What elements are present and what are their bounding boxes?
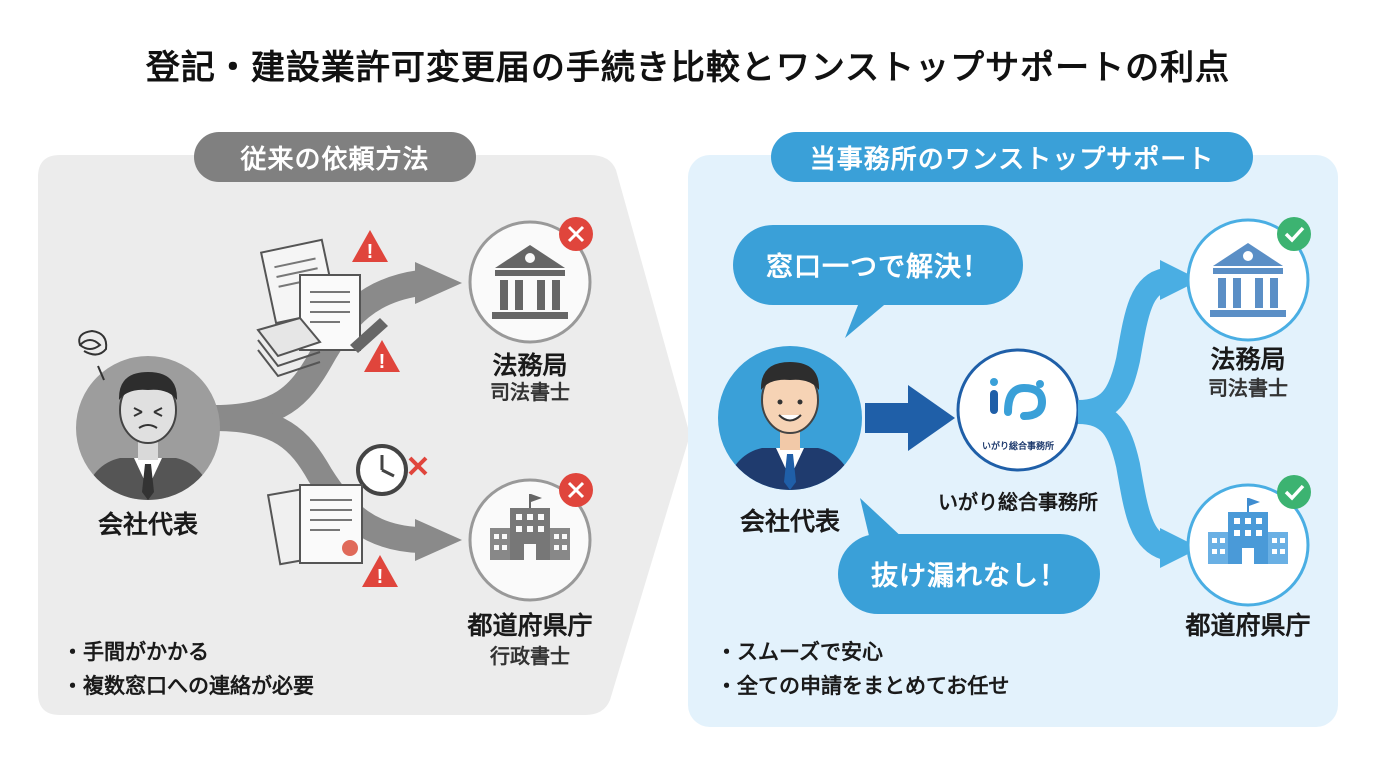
clock-icon — [356, 444, 408, 496]
left-dest2-name: 都道府県庁 — [467, 611, 593, 640]
arrow-to-office — [865, 385, 955, 451]
reject-x-icon — [559, 217, 593, 251]
left-arrowhead-top — [415, 262, 462, 304]
reject-x-icon — [559, 473, 593, 507]
speech-bubble-bottom — [838, 498, 1100, 614]
page-title: 登記・建設業許可変更届の手続き比較とワンストップサポートの利点 — [145, 48, 1231, 88]
right-bullet-1: ・スムーズで安心 — [716, 640, 883, 664]
right-prefecture-office-icon — [1186, 483, 1310, 607]
left-dest1-name: 法務局 — [492, 351, 568, 380]
bubble-top-text: 窓口一つで解決！ — [766, 252, 990, 283]
left-header-pill: 従来の依頼方法 — [194, 132, 476, 182]
left-person-label: 会社代表 — [97, 510, 198, 539]
office-logo-text: いがり総合事務所 — [981, 442, 1054, 452]
left-bullet-2: ・複数窓口への連絡が必要 — [62, 674, 314, 698]
svg-text:!: ! — [379, 351, 386, 373]
right-legal-bureau-icon — [1186, 218, 1310, 342]
stress-swirl-icon — [78, 329, 108, 381]
bubble-bottom-text: 抜け漏れなし！ — [871, 561, 1067, 592]
right-dest2-name: 都道府県庁 — [1185, 611, 1311, 640]
cross-icon — [408, 456, 428, 476]
left-branch-arrows — [214, 270, 423, 553]
right-arrowhead-bottom — [1160, 528, 1200, 568]
check-icon — [1277, 475, 1311, 509]
left-prefecture-office-icon — [468, 478, 592, 602]
happy-person-avatar — [718, 346, 862, 490]
right-dest1-sub: 司法書士 — [1208, 376, 1288, 400]
right-person-label: 会社代表 — [739, 507, 840, 536]
svg-text:!: ! — [377, 566, 384, 588]
left-arrowhead-bottom — [415, 519, 462, 561]
office-label: いがり総合事務所 — [938, 490, 1098, 514]
right-bullet-2: ・全ての申請をまとめてお任せ — [716, 674, 1010, 698]
left-dest1-sub: 司法書士 — [490, 380, 570, 404]
speech-bubble-top — [733, 225, 1023, 338]
check-icon — [1277, 217, 1311, 251]
left-legal-bureau-icon — [468, 220, 592, 344]
documents-stack-icon — [256, 238, 388, 378]
svg-text:!: ! — [367, 241, 374, 263]
left-dest2-sub: 行政書士 — [490, 644, 570, 668]
office-logo — [956, 348, 1080, 472]
certificate-document-icon — [266, 484, 363, 566]
right-header-pill: 当事務所のワンストップサポート — [771, 132, 1253, 182]
right-branch-arrows — [1077, 268, 1170, 560]
right-dest1-name: 法務局 — [1210, 345, 1286, 374]
warning-icon: ! — [362, 555, 398, 588]
warning-icon: ! — [364, 340, 400, 373]
left-bullet-1: ・手間がかかる — [62, 640, 209, 664]
right-arrowhead-top — [1160, 260, 1200, 300]
warning-icon: ! — [352, 230, 388, 263]
